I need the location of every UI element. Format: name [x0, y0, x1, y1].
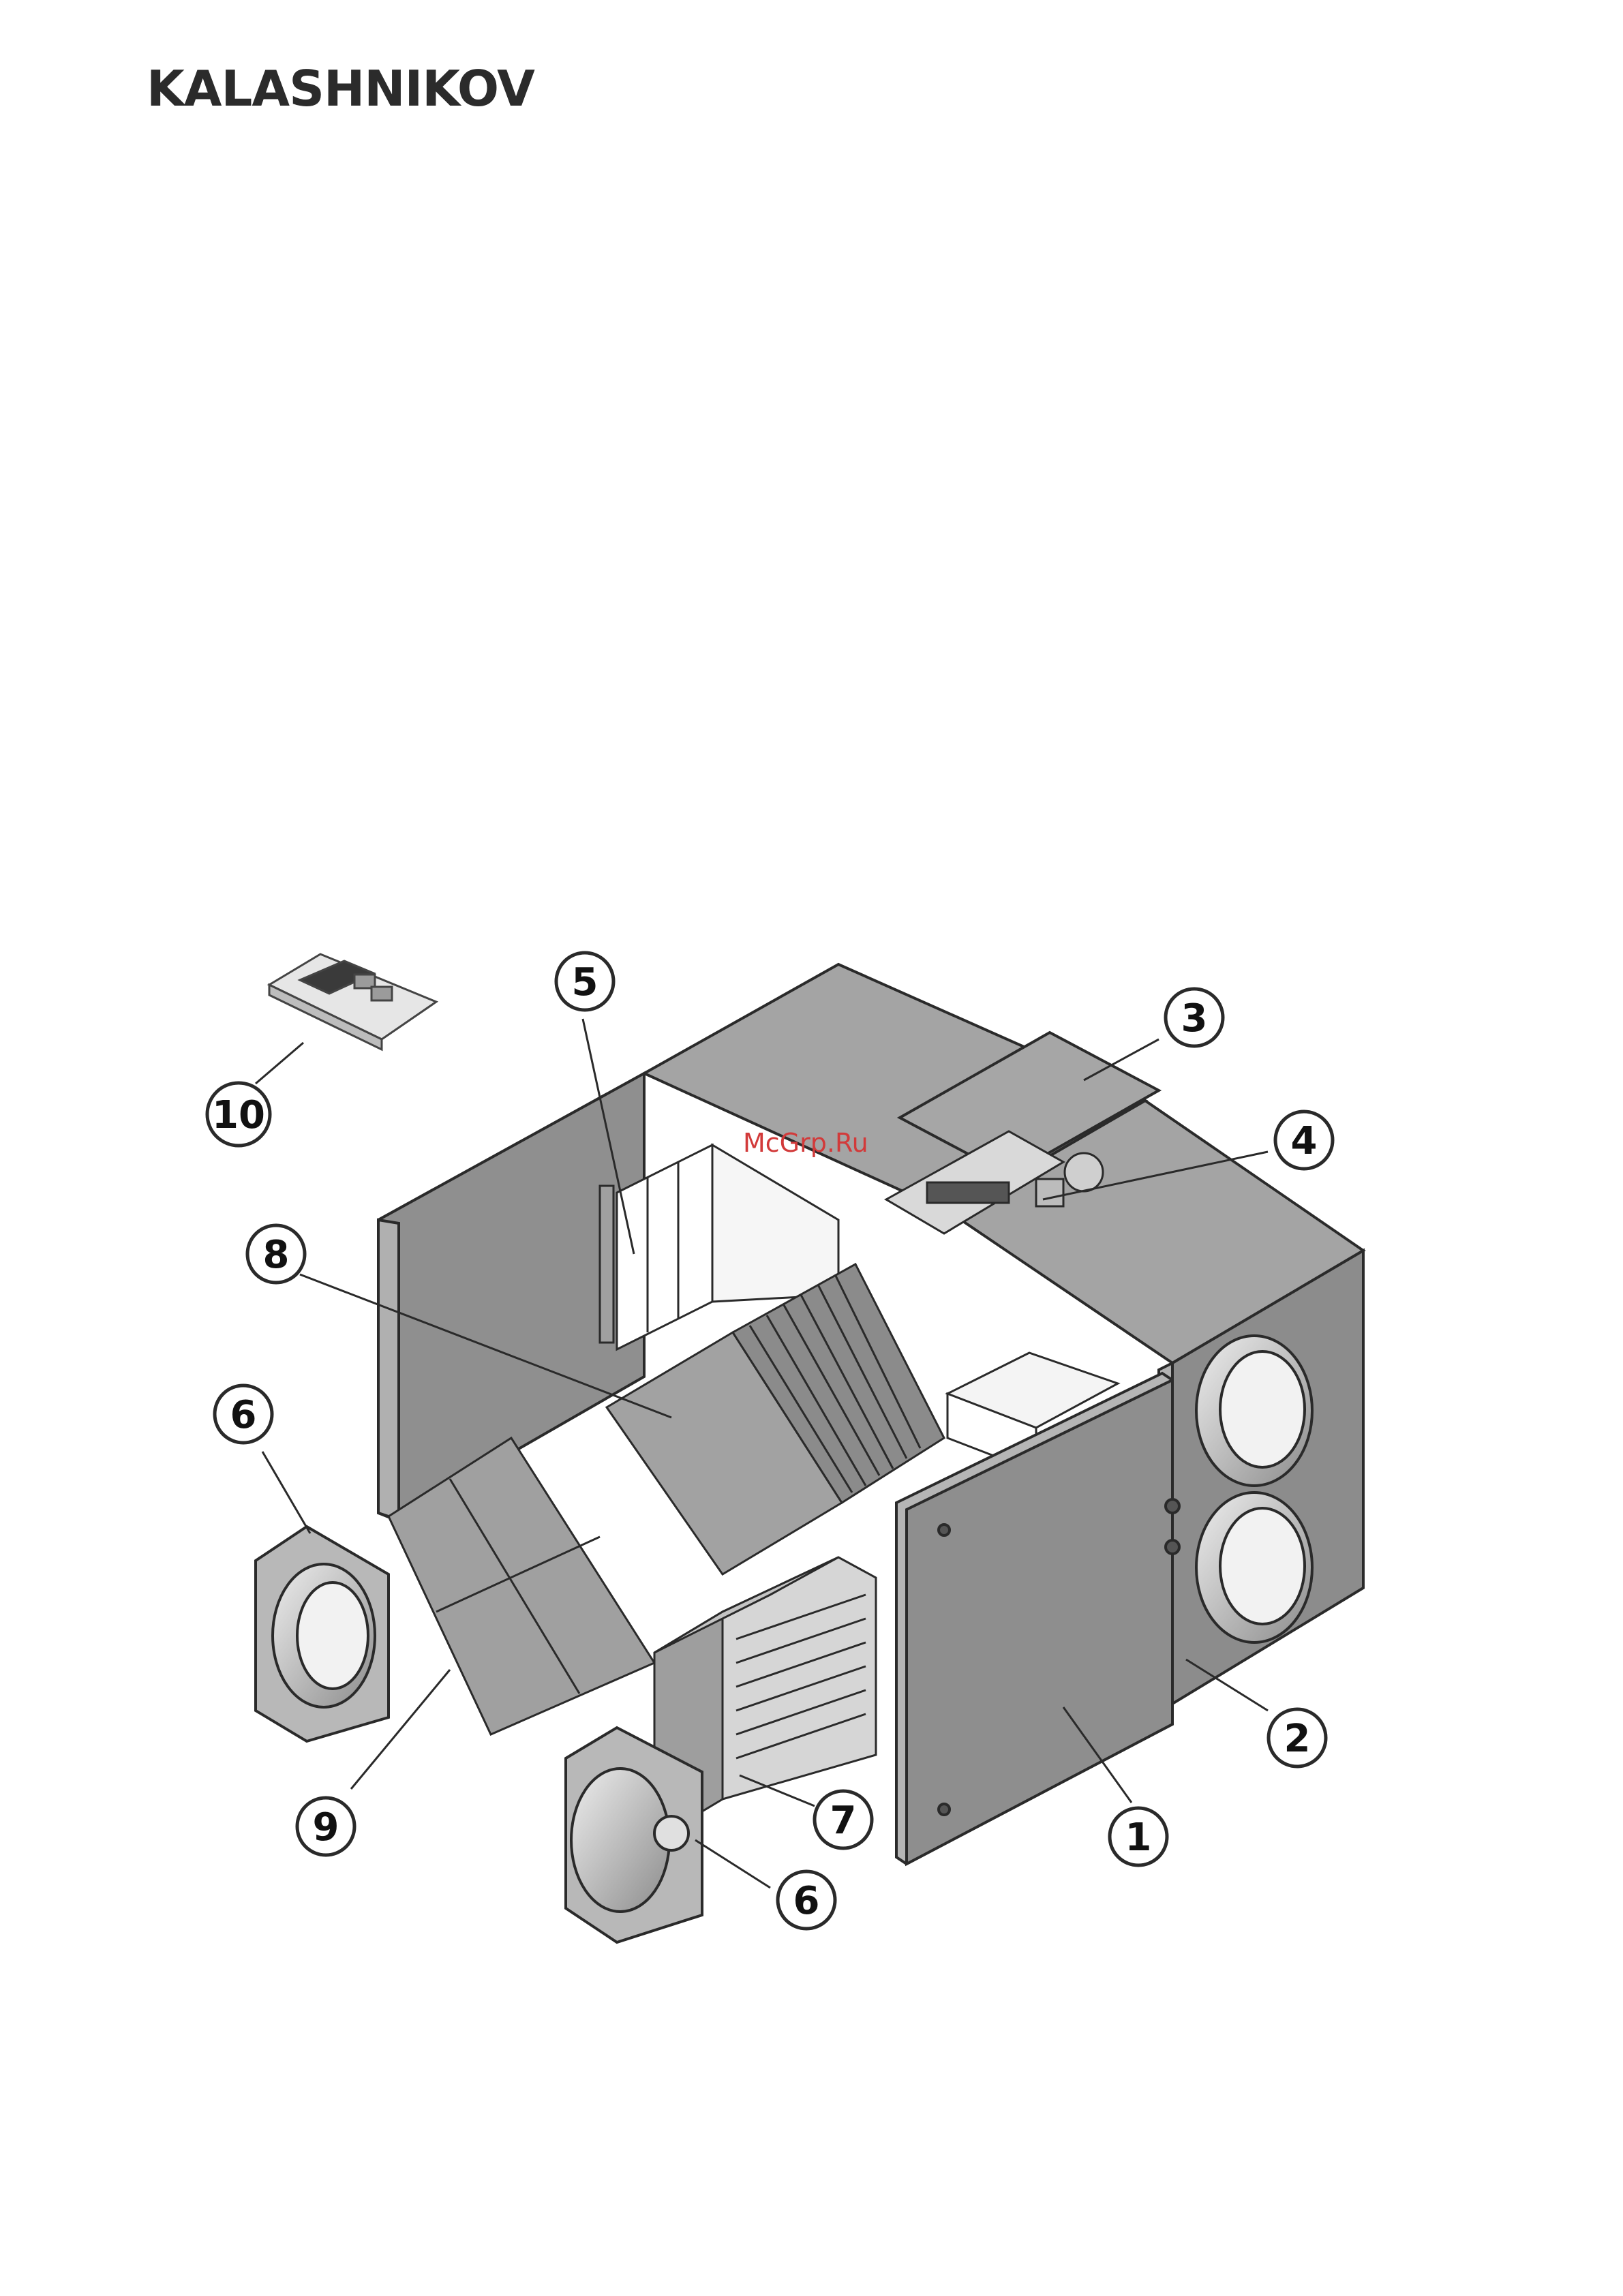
callout-1: 1 [1110, 1808, 1167, 1865]
callout-5: 5 [556, 953, 613, 1010]
callout-6-lower: 6 [778, 1871, 835, 1929]
fan-upper [256, 1527, 389, 1741]
svg-text:10: 10 [212, 1093, 265, 1137]
svg-text:6: 6 [230, 1393, 257, 1437]
callout-7: 7 [815, 1791, 872, 1848]
svg-text:2: 2 [1284, 1717, 1311, 1761]
callout-3: 3 [1166, 989, 1223, 1046]
svg-text:1: 1 [1125, 1816, 1152, 1860]
callout-8: 8 [247, 1225, 305, 1283]
duct-collar-upper [1196, 1336, 1312, 1486]
controller-panel [269, 954, 436, 1050]
front-door [896, 1373, 1179, 1864]
callout-4: 4 [1275, 1112, 1333, 1169]
callout-9: 9 [297, 1798, 354, 1855]
callout-2: 2 [1269, 1709, 1326, 1766]
svg-text:3: 3 [1181, 996, 1208, 1041]
svg-text:6: 6 [793, 1879, 820, 1923]
callout-6-upper: 6 [215, 1386, 272, 1443]
callout-10: 10 [207, 1083, 270, 1146]
svg-text:4: 4 [1291, 1119, 1318, 1163]
duct-collar-lower [1196, 1493, 1312, 1642]
fan-lower [566, 1728, 702, 1942]
watermark-text: McGrp.Ru [743, 1128, 868, 1158]
svg-text:9: 9 [313, 1805, 339, 1850]
svg-text:5: 5 [572, 960, 598, 1005]
svg-text:8: 8 [263, 1233, 290, 1277]
svg-text:7: 7 [830, 1798, 857, 1843]
